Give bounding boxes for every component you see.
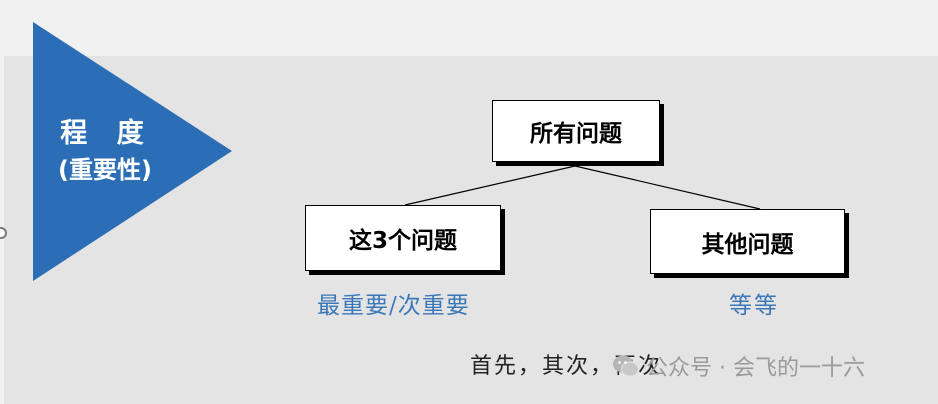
slide-top-band bbox=[0, 0, 938, 56]
node-all-issues: 所有问题 bbox=[492, 100, 660, 162]
watermark-text: 公众号 · 会飞的一十六 bbox=[646, 356, 865, 381]
connector-left bbox=[404, 165, 576, 206]
node-other-issues: 其他问题 bbox=[650, 209, 845, 274]
connector-right bbox=[574, 165, 761, 210]
triangle-title: 程 度 bbox=[60, 118, 154, 149]
wechat-icon bbox=[613, 355, 639, 377]
node-three-issues: 这3个问题 bbox=[305, 205, 501, 271]
triangle-subtitle: (重要性) bbox=[58, 156, 152, 184]
triangle-shape bbox=[33, 22, 232, 281]
caption-etc: 等等 bbox=[729, 293, 779, 319]
watermark: 公众号 · 会飞的一十六 bbox=[612, 350, 865, 382]
resize-handle[interactable] bbox=[0, 227, 7, 239]
caption-most-important: 最重要/次重要 bbox=[317, 293, 470, 319]
